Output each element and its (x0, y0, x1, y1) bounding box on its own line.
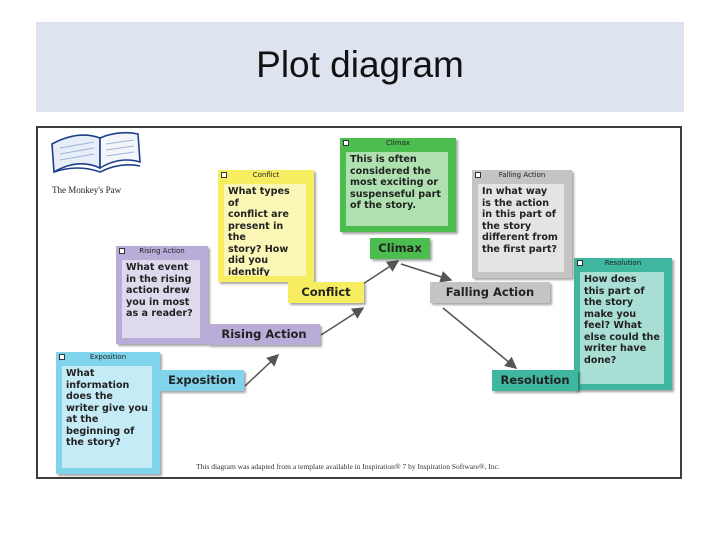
exposition-header-text: Exposition (89, 353, 127, 361)
climax-label: Climax (370, 238, 430, 259)
collapse-icon (343, 140, 349, 146)
conflict-header-text: Conflict (252, 171, 280, 179)
exposition-label: Exposition (160, 370, 244, 391)
conflict-card: Conflict What types of conflict are pres… (218, 170, 314, 282)
resolution-card-header: Resolution (574, 258, 672, 269)
resolution-label: Resolution (492, 370, 578, 391)
rising-action-header-text: Rising Action (139, 247, 185, 255)
conflict-card-header: Conflict (218, 170, 314, 181)
collapse-icon (475, 172, 481, 178)
arrow-conflict-to-climax (362, 260, 400, 285)
falling-action-label: Falling Action (430, 282, 550, 303)
climax-card-header: Climax (340, 138, 456, 149)
collapse-icon (59, 354, 65, 360)
rising-action-card: Rising Action What event in the rising a… (116, 246, 208, 344)
exposition-question: What information does the writer give yo… (62, 366, 152, 468)
diagram-credit: This diagram was adapted from a template… (196, 462, 500, 471)
resolution-header-text: Resolution (604, 259, 642, 267)
collapse-icon (119, 248, 125, 254)
falling-action-header-text: Falling Action (498, 171, 546, 179)
resolution-card: Resolution How does this part of the sto… (574, 258, 672, 390)
falling-action-card: Falling Action In what way is the action… (472, 170, 572, 278)
exposition-card-header: Exposition (56, 352, 160, 363)
arrow-rising-to-conflict (320, 307, 365, 336)
climax-card: Climax This is often considered the most… (340, 138, 456, 232)
falling-action-card-header: Falling Action (472, 170, 572, 181)
arrow-falling-to-resolution (442, 307, 518, 369)
open-book-icon (51, 131, 141, 174)
arrow-climax-to-falling (400, 263, 453, 283)
conflict-question: What types of conflict are present in th… (224, 184, 306, 276)
rising-action-question: What event in the rising action drew you… (122, 260, 200, 338)
collapse-icon (221, 172, 227, 178)
conflict-label: Conflict (288, 282, 364, 303)
rising-action-label: Rising Action (208, 324, 320, 345)
slide-title: Plot diagram (256, 44, 464, 85)
book-title: The Monkey's Paw (52, 185, 122, 195)
resolution-question: How does this part of the story make you… (580, 272, 664, 384)
arrow-exposition-to-rising (244, 353, 280, 387)
plot-diagram: The Monkey's Paw Exposition What informa… (36, 126, 682, 479)
climax-header-text: Climax (385, 139, 411, 147)
title-bar: Plot diagram (36, 22, 684, 112)
falling-action-question: In what way is the action in this part o… (478, 184, 564, 272)
climax-question: This is often considered the most exciti… (346, 152, 448, 226)
rising-action-card-header: Rising Action (116, 246, 208, 257)
collapse-icon (577, 260, 583, 266)
exposition-card: Exposition What information does the wri… (56, 352, 160, 474)
diagram-arrows (51, 131, 518, 387)
